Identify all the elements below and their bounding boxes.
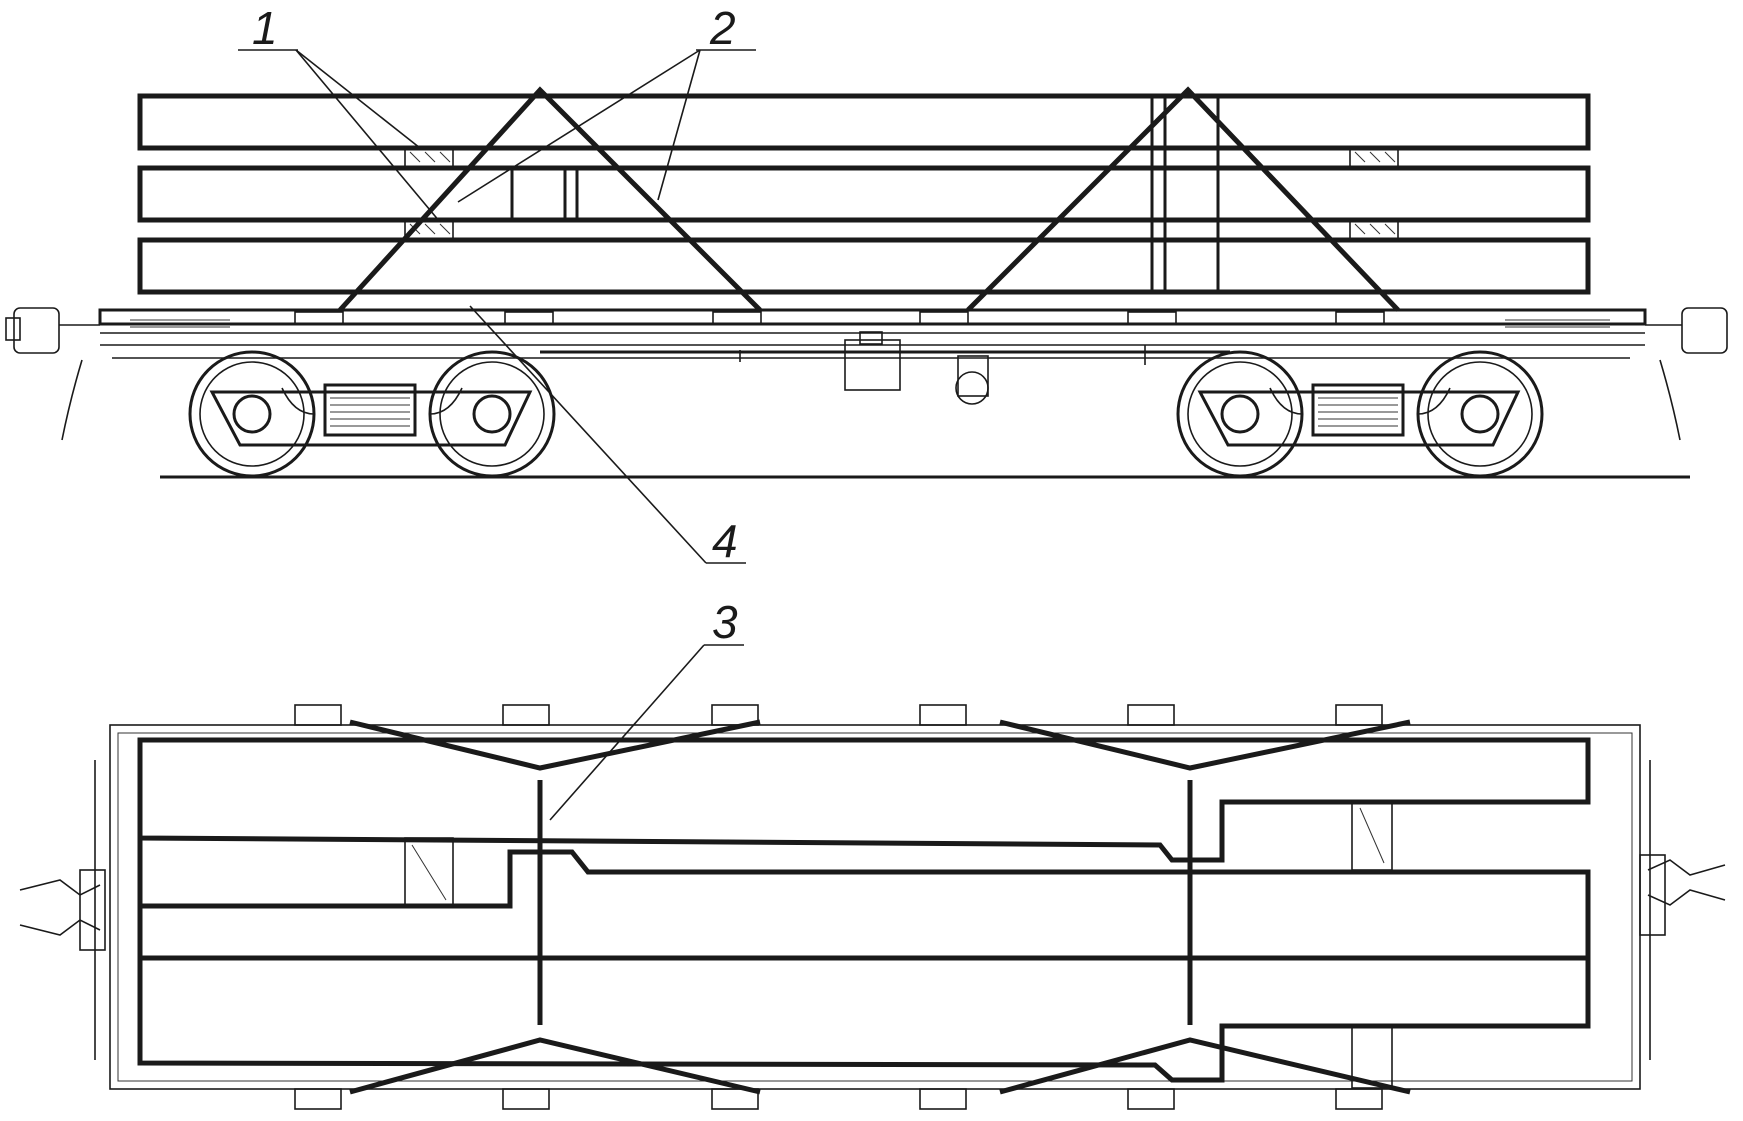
tie-wires-plan <box>349 719 1411 1095</box>
spacers-right <box>1349 147 1399 241</box>
spacers-plan <box>404 801 1393 1089</box>
coupler-left-side <box>5 307 100 441</box>
callout-4: 4 <box>469 305 746 567</box>
load-stack-side <box>137 86 1591 312</box>
brake-rigging <box>540 331 1230 405</box>
bogie-right <box>1176 350 1544 478</box>
tie-wire-right <box>966 86 1400 312</box>
callout-2-label: 2 <box>709 2 736 54</box>
coupler-right-side <box>1645 307 1728 441</box>
load-layer-middle <box>137 165 1591 223</box>
load-layer-bottom <box>137 237 1591 295</box>
bundle-upper <box>137 737 1591 863</box>
side-panels <box>130 319 1610 328</box>
load-layer-top <box>137 93 1591 151</box>
callout-4-label: 4 <box>712 515 738 567</box>
load-plan <box>137 737 1591 1089</box>
stake-pockets-top <box>294 704 1383 1110</box>
callout-1-label: 1 <box>252 2 278 54</box>
bundle-lower <box>137 955 1591 1083</box>
tie-wire-left <box>338 86 762 312</box>
bogie-left <box>188 350 556 478</box>
coupler-left-top <box>19 760 106 1060</box>
top-view <box>19 704 1726 1110</box>
callout-3-label: 3 <box>712 596 738 648</box>
flatcar-frame <box>98 308 1647 405</box>
side-view <box>5 86 1728 479</box>
stanchions-side <box>510 96 1220 292</box>
callout-2: 2 <box>457 2 756 203</box>
callout-3: 3 <box>549 596 744 821</box>
coupler-right-top <box>1639 760 1726 1060</box>
deck-stakes <box>294 311 1385 325</box>
bundle-middle <box>137 849 1591 961</box>
callout-1: 1 <box>238 2 441 223</box>
